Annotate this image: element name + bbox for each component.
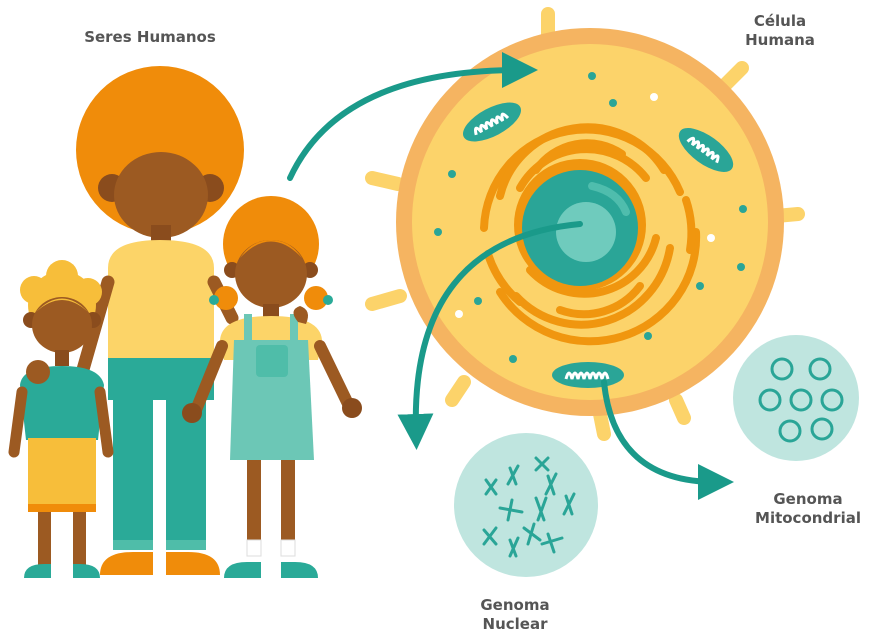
mitochondrial-genome-circle	[733, 335, 859, 461]
label-nuclear-genome: Genoma Nuclear	[450, 596, 580, 634]
label-mito-genome: Genoma Mitocondrial	[740, 490, 876, 528]
label-nuclear-line2: Nuclear	[450, 615, 580, 634]
label-cell-line2: Humana	[720, 31, 840, 50]
mitochondrion-bottom	[552, 362, 624, 388]
label-mito-line2: Mitocondrial	[740, 509, 876, 528]
label-mito-line1: Genoma	[740, 490, 876, 509]
nuclear-genome-circle	[454, 433, 598, 577]
label-nuclear-line1: Genoma	[450, 596, 580, 615]
label-human-cell: Célula Humana	[720, 12, 840, 50]
label-humans: Seres Humanos	[60, 28, 240, 47]
label-humans-text: Seres Humanos	[60, 28, 240, 47]
label-cell-line1: Célula	[720, 12, 840, 31]
boy-figure	[14, 260, 108, 578]
girl-figure	[182, 196, 362, 578]
adult-figure	[76, 66, 244, 575]
